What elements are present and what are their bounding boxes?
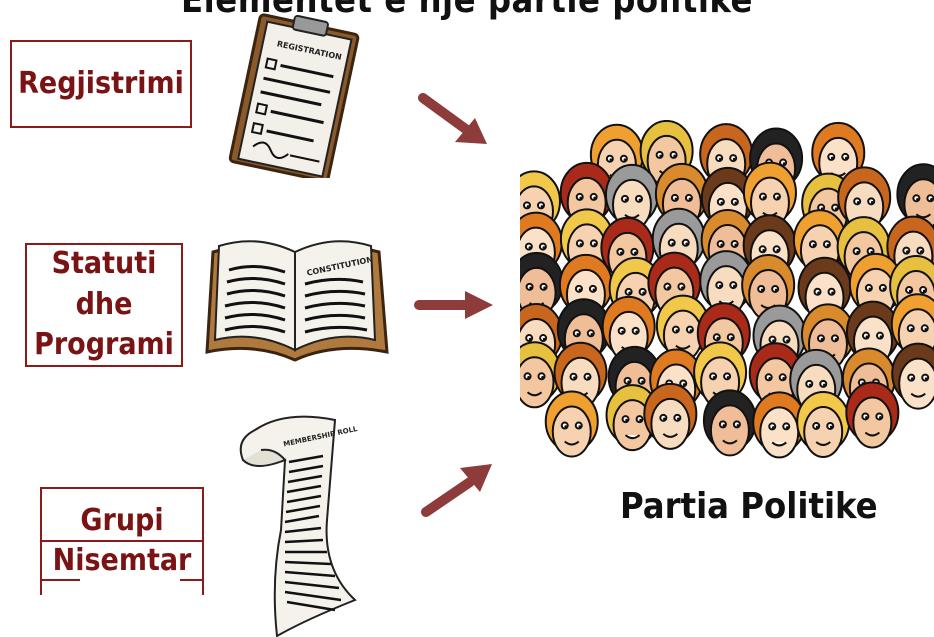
label-registration: Regjistrimi — [10, 40, 192, 128]
label-statute-line1: Statuti dhe — [51, 246, 157, 322]
arrow-statute — [414, 291, 493, 319]
crowd-face — [520, 341, 562, 409]
crowd-face — [693, 341, 748, 409]
arrow-founding-group — [421, 464, 492, 517]
crowd-face — [845, 381, 900, 449]
crowd-face — [702, 389, 757, 457]
clipboard-registration-icon: REGISTRATION — [228, 13, 360, 178]
crowd-face — [796, 390, 851, 458]
crowd-face — [544, 390, 599, 458]
crowd-face — [604, 163, 659, 231]
label-founding-line1: Grupi — [80, 502, 164, 538]
label-registration-text: Regjistrimi — [18, 65, 184, 101]
crowd-face — [752, 391, 807, 459]
party-label: Partia Politike — [620, 486, 878, 527]
arrow-registration — [418, 93, 487, 144]
scroll-membership-roll-icon: MEMBERSHIP ROLL — [239, 415, 359, 637]
crowd-face — [643, 382, 698, 450]
crowd-face — [654, 162, 709, 230]
label-founding-line2: Nisemtar — [52, 543, 192, 578]
diagram-title: Elementet e një partie politike — [181, 0, 753, 21]
label-founding-group: Grupi Nisemtar — [40, 487, 204, 595]
crowd-face — [742, 161, 797, 229]
open-book-constitution-icon: CONSTITUTION — [205, 240, 389, 362]
label-statute-program: Statuti dhe Programi — [25, 243, 183, 367]
crowd-face — [891, 342, 934, 410]
crowd-of-people-icon — [520, 120, 934, 459]
label-statute-line2: Programi — [34, 327, 174, 363]
crowd-face — [655, 294, 710, 362]
